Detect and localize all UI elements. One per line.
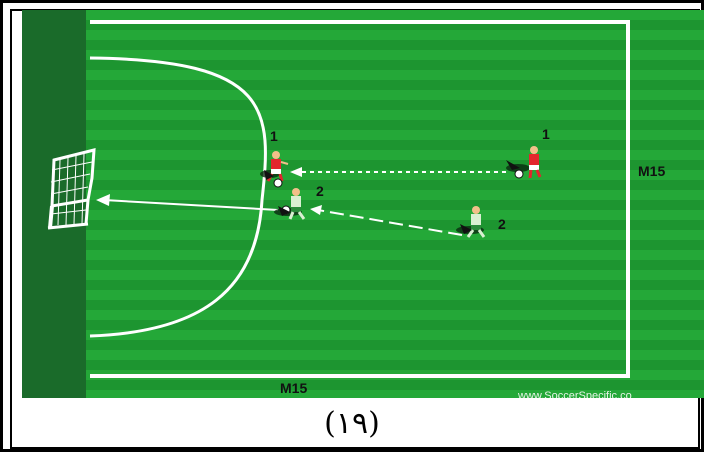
label-red-1-right: 1 <box>542 126 550 142</box>
figure-caption: (١٩) <box>0 400 704 448</box>
label-white-2-left: 2 <box>316 183 324 199</box>
goal-end-band <box>22 10 86 398</box>
side-distance-label: M15 <box>638 163 665 179</box>
soccer-drill-diagram: 1 1 2 2 M15 M15 www.SoccerSpecific.co <box>22 10 704 398</box>
watermark-text: www.SoccerSpecific.co <box>517 390 632 398</box>
label-white-2-right: 2 <box>498 216 506 232</box>
bottom-distance-label: M15 <box>280 380 307 396</box>
label-red-1-left: 1 <box>270 128 278 144</box>
grass-field <box>22 10 704 398</box>
